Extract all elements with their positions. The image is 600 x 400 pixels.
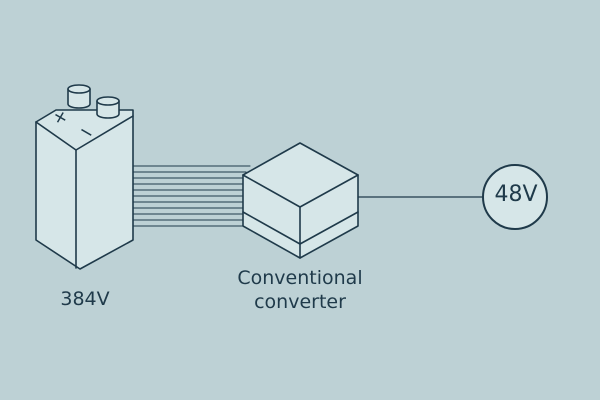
battery-voltage-label: 384V xyxy=(60,288,110,310)
battery-terminal-positive xyxy=(67,84,91,109)
converter-label: Conventional converter xyxy=(200,266,400,314)
wire-bundle xyxy=(132,165,251,227)
converter-label-line2: converter xyxy=(254,291,346,313)
converter-box-icon xyxy=(242,142,359,259)
converter-label-line1: Conventional xyxy=(237,267,363,289)
battery-icon xyxy=(35,84,134,270)
output-circle-icon xyxy=(482,164,548,230)
output-voltage-label: 48V xyxy=(494,182,538,207)
battery-terminal-negative xyxy=(96,96,120,119)
